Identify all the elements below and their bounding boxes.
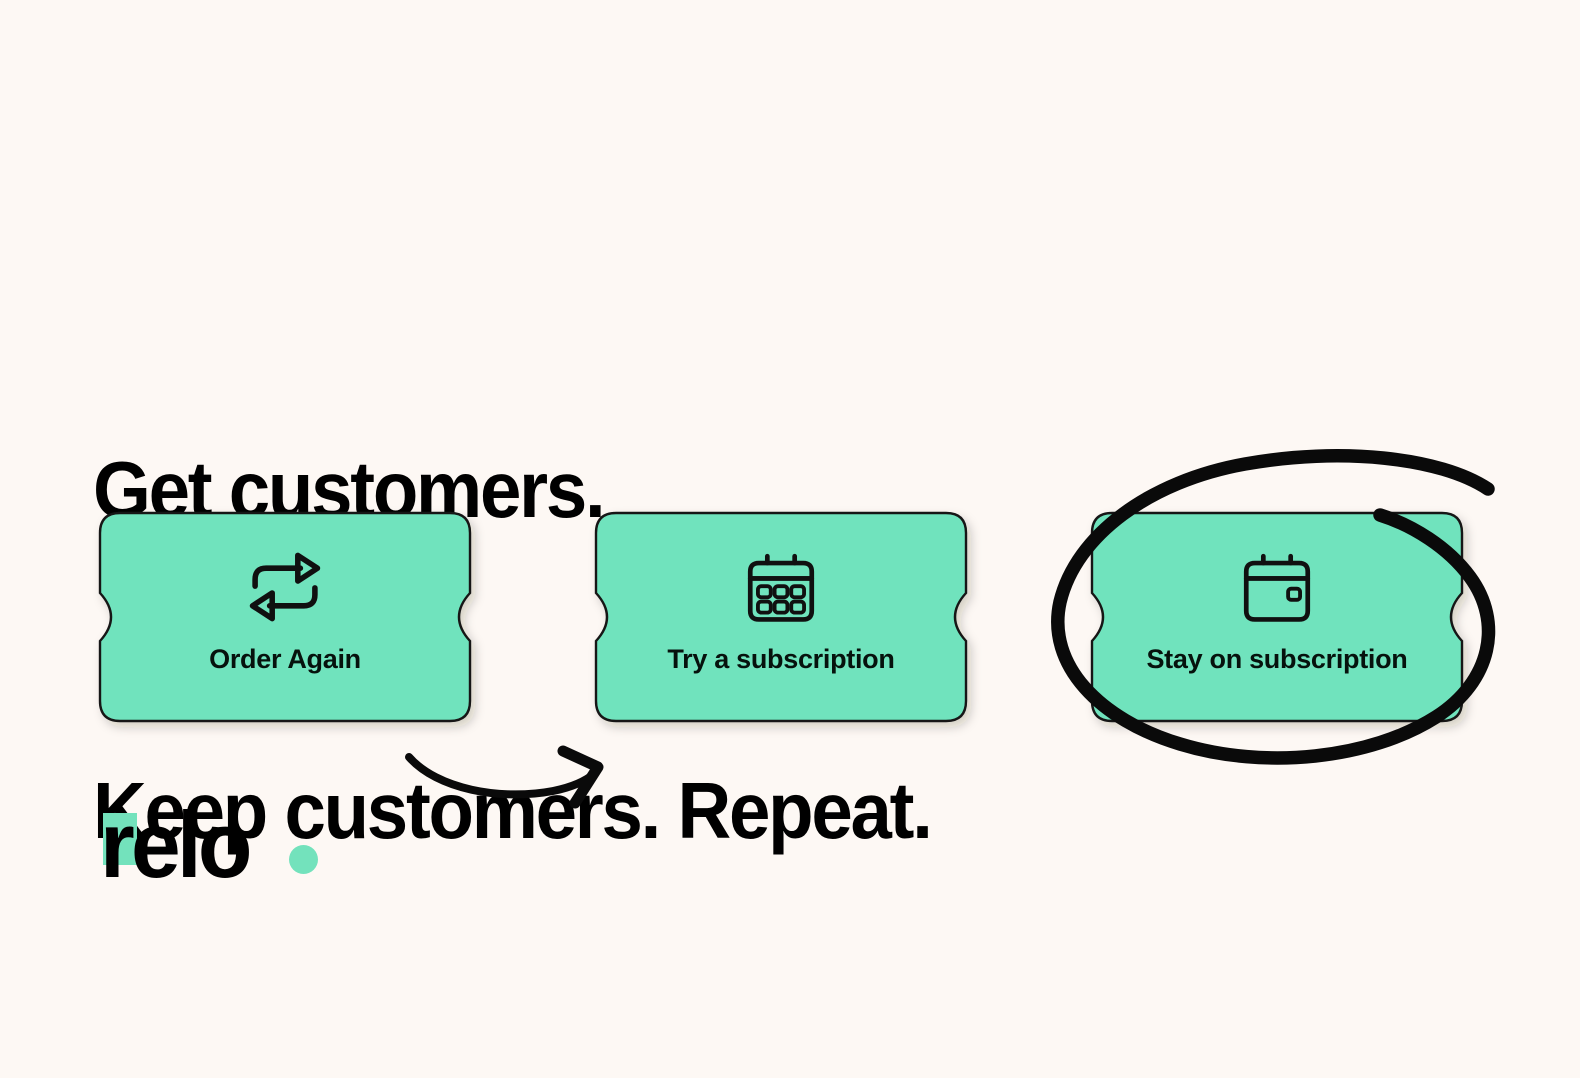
logo-dot: [289, 845, 318, 874]
journey-card-content: Try a subscription: [596, 513, 966, 721]
repeat-arrows-icon: [249, 552, 321, 622]
calendar-days-icon: [747, 553, 815, 622]
journey-card-try-a-subscription[interactable]: Try a subscription: [594, 511, 968, 723]
logo-accent-square: [103, 813, 137, 865]
logo-wordmark: relo: [100, 792, 252, 897]
calendar-single-day-icon: [1243, 553, 1311, 622]
relo-logo[interactable]: relo: [100, 795, 360, 895]
poster-canvas: Get customers. Keep customers. Repeat.: [93, 445, 1496, 895]
journey-card-order-again[interactable]: Order Again: [98, 511, 472, 723]
ticket-shape: [98, 511, 472, 723]
journey-card-label: Stay on subscription: [1146, 644, 1408, 674]
journey-card-content: Stay on subscription: [1092, 513, 1462, 721]
journey-card-content: Order Again: [100, 513, 470, 721]
journey-card-label: Order Again: [209, 644, 361, 674]
ticket-shape: [594, 511, 968, 723]
journey-card-label: Try a subscription: [667, 644, 895, 674]
journey-card-stay-on-subscription[interactable]: Stay on subscription: [1090, 511, 1464, 723]
